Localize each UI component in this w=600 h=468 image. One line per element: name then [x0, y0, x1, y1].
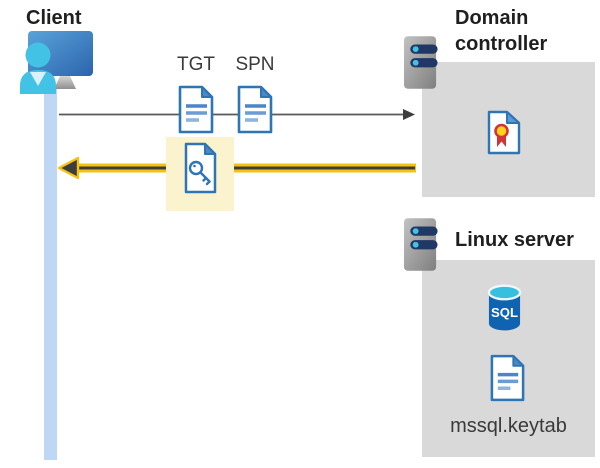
sql-database-icon: SQL [487, 284, 522, 331]
certificate-icon [487, 110, 521, 155]
spn-document-icon [236, 85, 274, 134]
client-lifeline [44, 86, 57, 460]
sql-badge-text: SQL [491, 305, 518, 320]
linux-server-icon [403, 217, 440, 272]
domain-controller-server-icon [403, 35, 440, 90]
tgt-document-icon [177, 85, 215, 134]
keytab-file-label: mssql.keytab [450, 415, 567, 437]
domain-controller-title: Domain controller [455, 7, 548, 55]
response-arrow [57, 156, 416, 180]
spn-label: SPN [235, 54, 275, 75]
client-workstation-icon [20, 31, 93, 94]
key-document-icon [184, 142, 217, 194]
keytab-document-icon [489, 354, 526, 402]
client-label: Client [26, 7, 82, 29]
linux-server-title: Linux server [455, 229, 574, 251]
tgt-label: TGT [177, 54, 215, 75]
